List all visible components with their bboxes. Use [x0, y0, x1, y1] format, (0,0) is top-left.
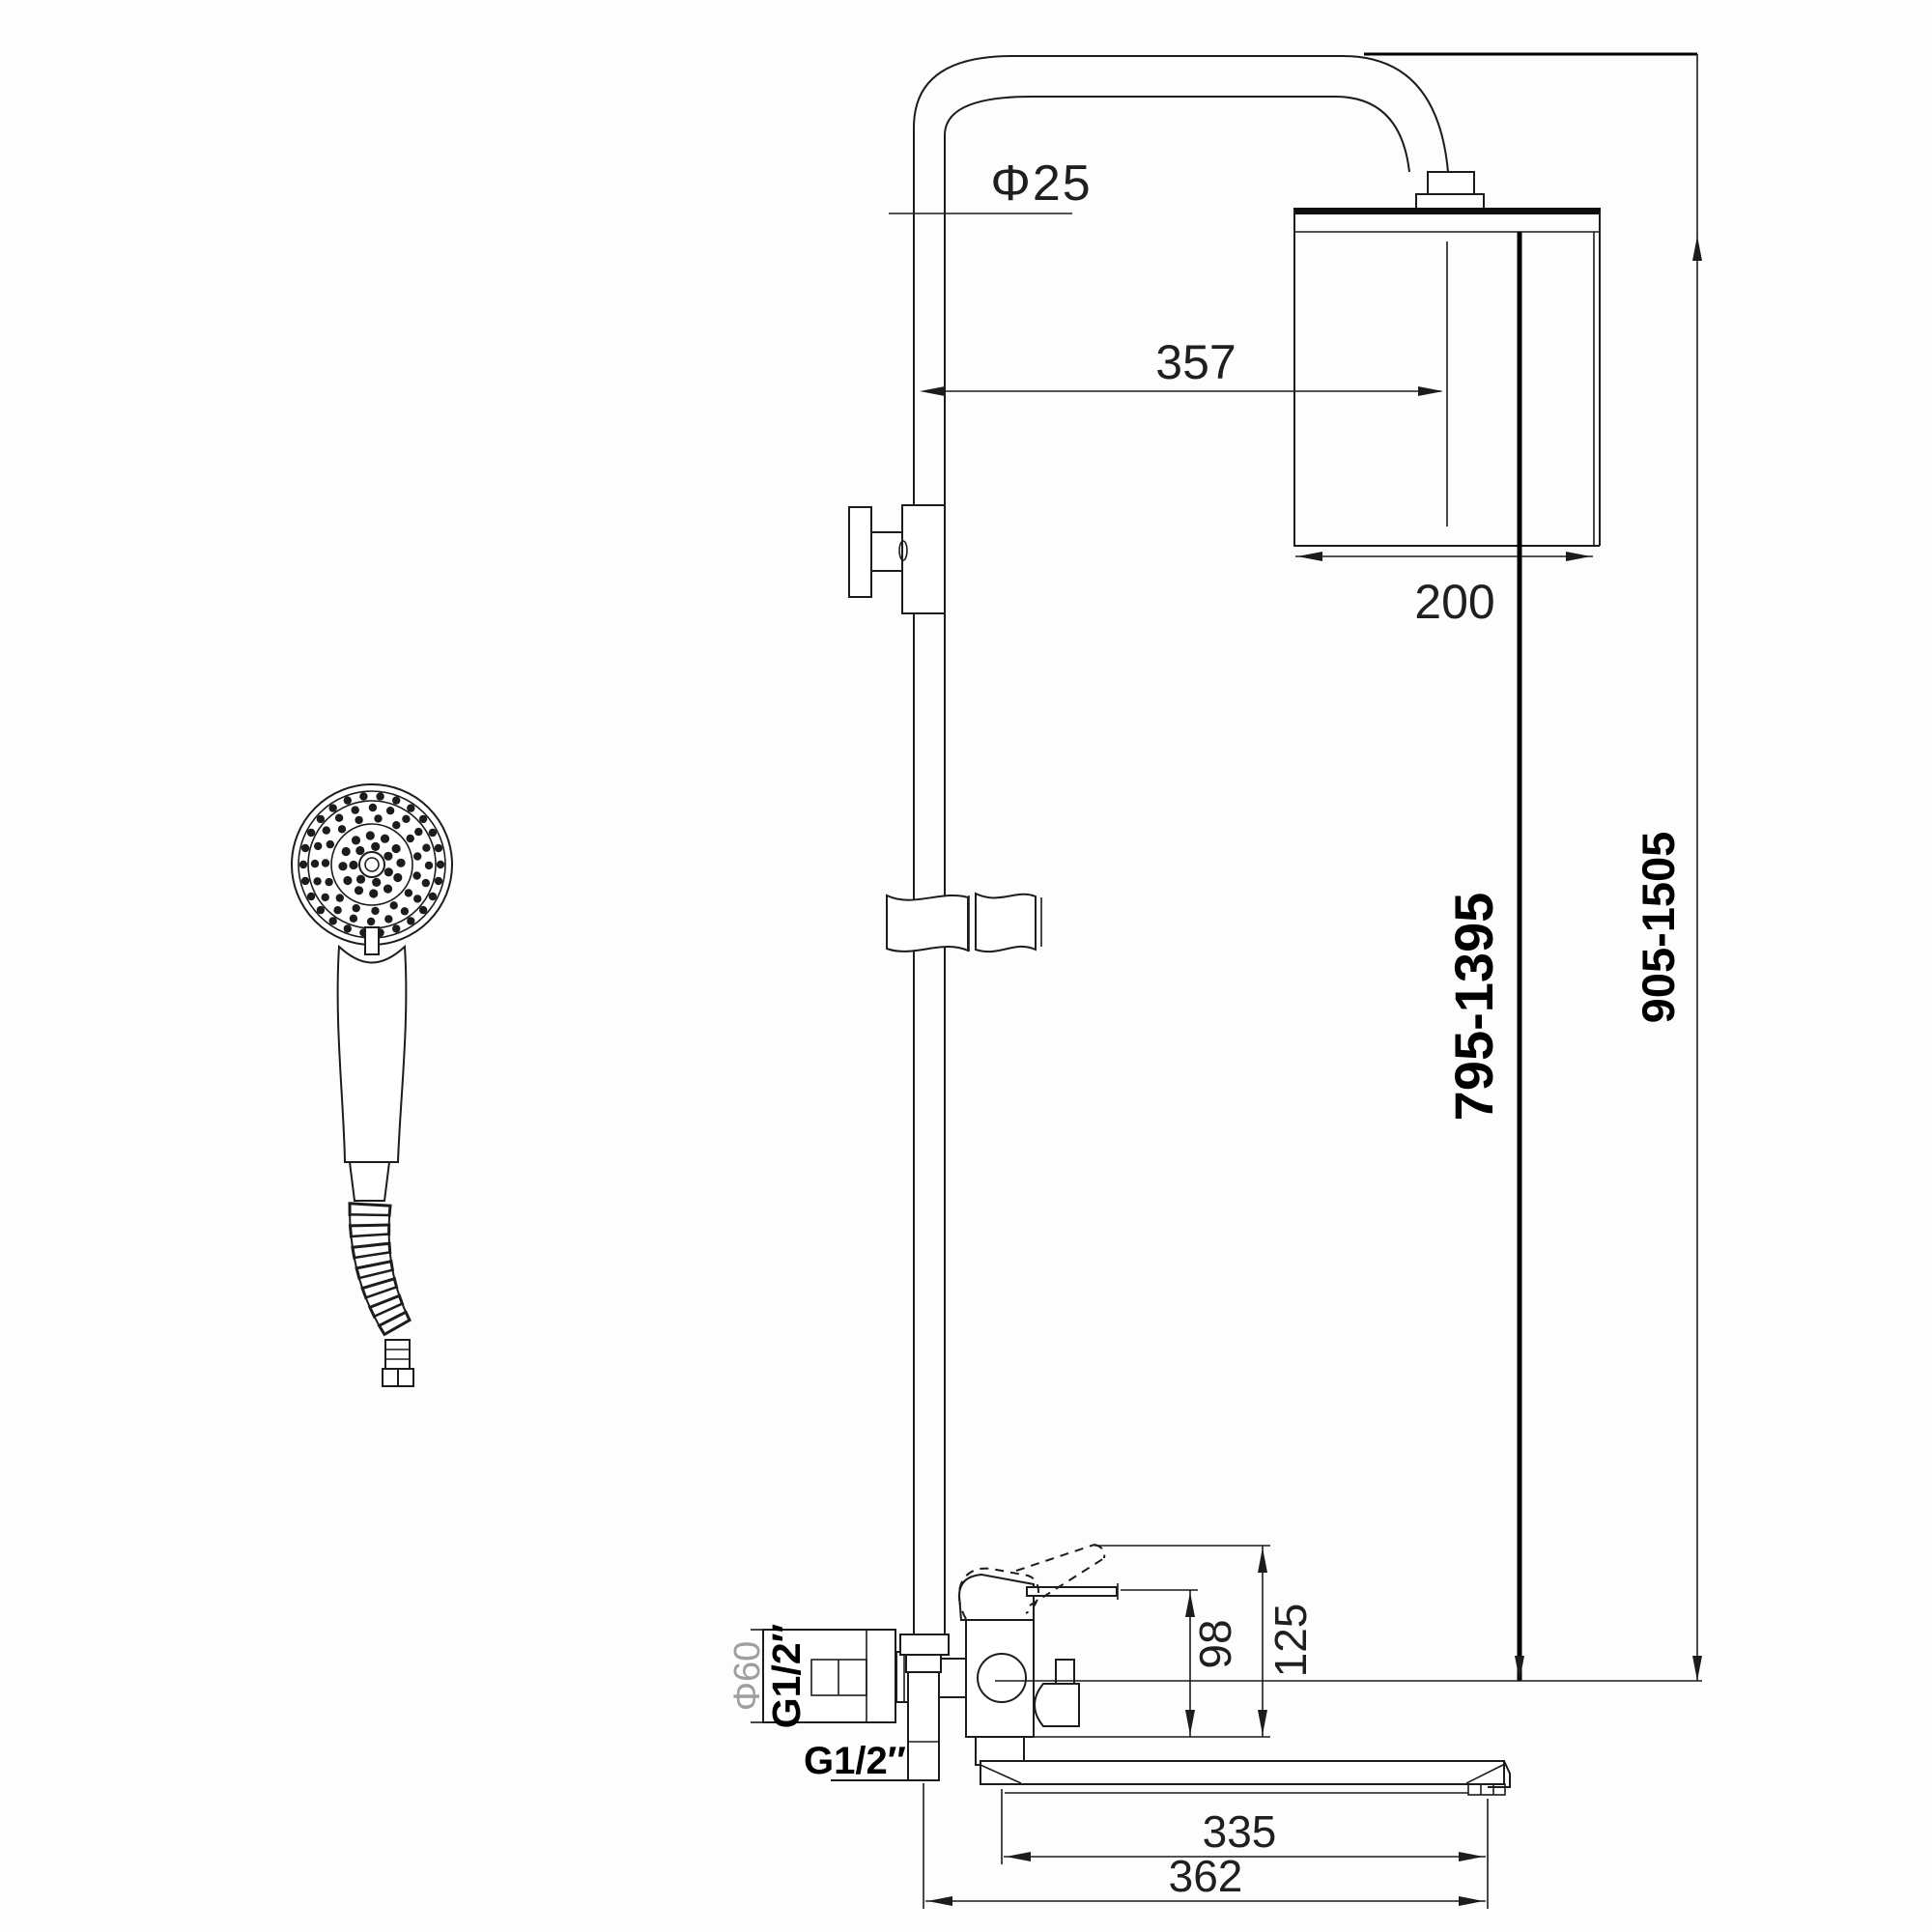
- column-height-range-label: 795-1395: [1443, 893, 1504, 1122]
- shower-arm-connector: [1415, 171, 1485, 211]
- spout-aerator: [1467, 1783, 1506, 1796]
- lever-raised-height-label: 125: [1265, 1604, 1316, 1678]
- mixer-lever: [957, 1573, 1119, 1621]
- spray-mode-switch: [364, 926, 380, 955]
- slider-lock-collar: [848, 504, 946, 614]
- hand-shower: [291, 783, 453, 1387]
- lever-height-label: 98: [1190, 1619, 1240, 1668]
- spout-reach-label: 335: [1203, 1806, 1277, 1857]
- spout-total-reach-label: 362: [1169, 1851, 1243, 1901]
- shower-hose: [348, 1202, 412, 1337]
- inlet-flange-diameter-label: Φ60: [727, 1641, 768, 1712]
- tub-spout: [980, 1760, 1511, 1796]
- overall-height-range-label: 905-1505: [1633, 832, 1684, 1024]
- rain-shower-head: [1293, 208, 1601, 547]
- riser-pipe-and-arm: [913, 55, 1449, 1634]
- mixer-assembly: [751, 1544, 1511, 1796]
- pipe-diameter-label: Φ25: [990, 156, 1092, 212]
- inlet-thread-label: G1/2″: [764, 1624, 809, 1729]
- wall-union: [751, 1629, 896, 1723]
- outlet-thread-label: G1/2″: [804, 1740, 906, 1782]
- ball-joint: [977, 1653, 1027, 1703]
- hand-shower-holder: [886, 892, 1042, 953]
- dimensions: Φ25 357 200 795-1395 905-1505 98: [727, 52, 1702, 1909]
- bottom-outlet-pipe: [907, 1671, 940, 1781]
- hose-end-fitting: [382, 1339, 414, 1387]
- arm-reach-label: 357: [1155, 335, 1236, 389]
- riser-joint-collar: [899, 1634, 950, 1656]
- tightening-knob: [848, 506, 872, 598]
- hand-shower-handle: [336, 944, 408, 1163]
- head-width-label: 200: [1414, 575, 1494, 629]
- spray-nozzles: [298, 792, 445, 937]
